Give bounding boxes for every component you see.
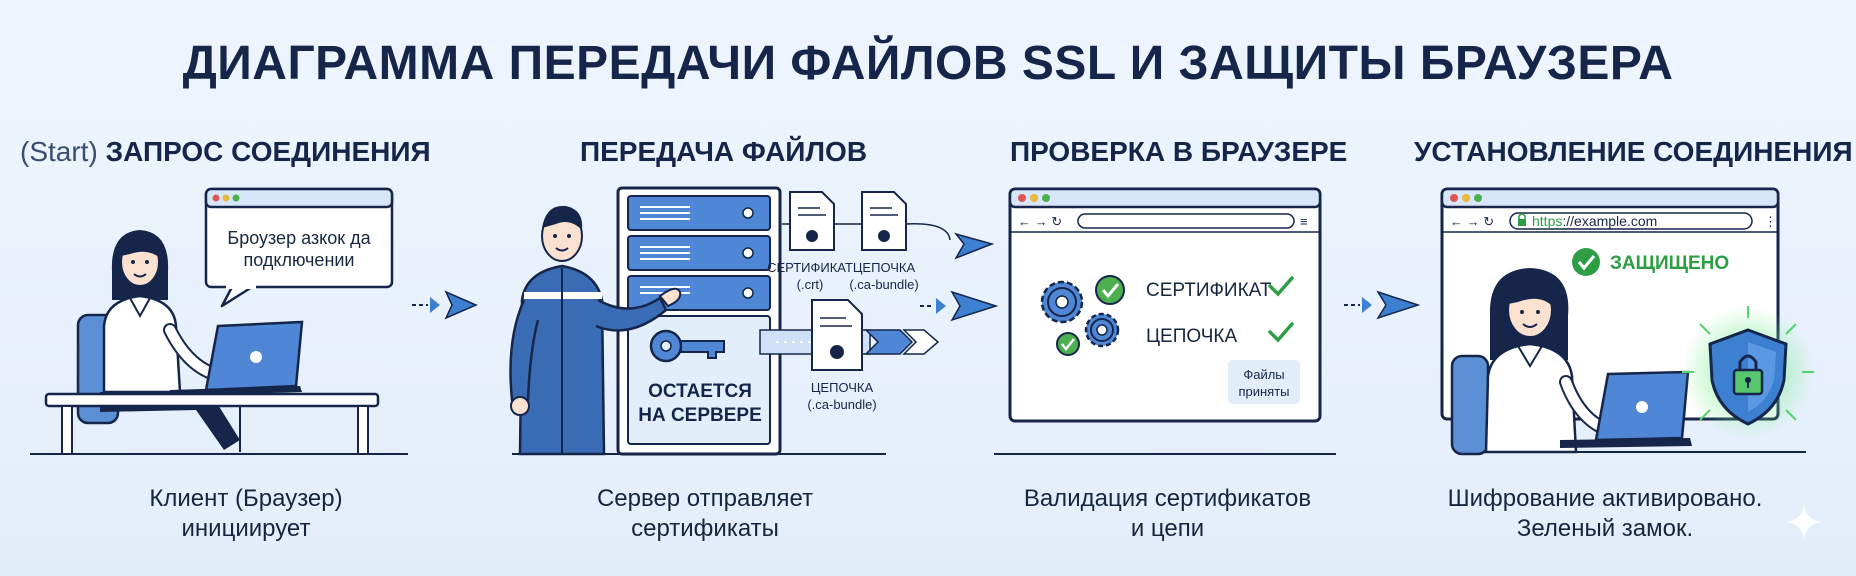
arrow-right-icon [920,290,999,322]
engineer-person [509,205,886,456]
check-icon [1095,275,1125,305]
step-2-caption-line2: сертификаты [631,515,779,542]
svg-text:⋮: ⋮ [1764,214,1777,229]
bubble-text-line1: Броузер азкок да [227,228,371,248]
check-icon [1056,332,1080,356]
stays-on-server-line1: ОСТАЕТСЯ [648,381,752,402]
step-4-caption-line2: Зеленый замок. [1516,515,1694,542]
svg-text:← → ↻: ← → ↻ [1450,214,1494,229]
step-4-illustration: ← → ↻ ⋮ https://example.com ЗАЩИЩЕНО [1440,187,1814,456]
gear-icon [1040,280,1084,324]
step-1-title: ЗАПРОС СОЕДИНЕНИЯ [105,136,431,167]
svg-text:← → ↻: ← → ↻ [1018,214,1062,229]
step-2-caption: Сервер отправляет сертификаты [555,484,855,544]
document-icon [811,299,863,371]
document-icon [861,191,907,251]
step-1-illustration: Броузер азкок да подключении [30,187,408,455]
file-crt-line2: (.crt) [797,277,824,292]
step-1-caption-line1: Клиент (Браузер) [149,485,343,512]
check-icon [1572,248,1600,276]
file-crt-line1: СЕРТИФИКАТ [767,260,853,275]
arrow-right-icon [412,290,478,320]
file-chain2-line1: ЦЕПОЧКА [811,380,874,395]
browser-window-icon [204,187,394,308]
step-3-caption-line2: и цепи [1130,515,1205,542]
arrow-right-icon [1344,290,1421,320]
address-bar-url[interactable]: https://example.com [1532,213,1657,229]
step-1-prefix: (Start) [20,136,98,167]
step-4-heading: УСТАНОВЛЕНИЕ СОЕДИНЕНИЯ [1414,136,1853,167]
svg-text:≡: ≡ [1300,214,1308,229]
step-3-caption-line1: Валидация сертификатов [1023,485,1312,512]
gear-icon [1084,312,1120,348]
check-chain-label: ЦЕПОЧКА [1146,326,1237,347]
secure-label: ЗАЩИЩЕНО [1610,253,1729,274]
step-1-caption-line2: инициирует [181,515,311,542]
diagram-title: ДИАГРАММА ПЕРЕДАЧИ ФАЙЛОВ SSL И ЗАЩИТЫ Б… [182,37,1674,90]
stays-on-server-line2: НА СЕРВЕРЕ [638,405,762,426]
bubble-text-line2: подключении [244,250,355,270]
file-chain-line1: ЦЕПОЧКА [853,260,916,275]
file-chain2-line2: (.ca-bundle) [807,397,876,412]
files-accepted-line2: приняты [1238,384,1289,399]
shield-lock-icon [1682,306,1814,438]
laptop-icon [1560,370,1692,448]
sparkle-icon [1786,504,1822,540]
step-1-caption: Клиент (Браузер) инициирует [101,484,391,544]
document-icon [789,191,835,251]
step-2-illustration: ОСТАЕТСЯ НА СЕРВЕРЕ СЕРТИФИКАТ (.crt) [509,186,995,456]
step-2-caption-line1: Сервер отправляет [596,485,814,512]
check-icon [1268,322,1294,343]
step-3-caption: Валидация сертификатов и цепи [1010,484,1325,544]
step-4-caption-line1: Шифрование активировано. [1447,485,1763,512]
step-2-heading: ПЕРЕДАЧА ФАЙЛОВ [580,136,868,167]
url-scheme: https [1532,213,1562,229]
url-host: ://example.com [1562,213,1657,229]
check-icon [1268,276,1294,297]
step-4-caption: Шифрование активировано. Зеленый замок. [1440,484,1770,544]
file-chain-line2: (.ca-bundle) [849,277,918,292]
check-certificate-label: СЕРТИФИКАТ [1146,280,1272,301]
key-icon [649,329,725,363]
files-accepted-line1: Файлы [1243,367,1284,382]
step-3-illustration: ← → ↻ ≡ СЕРТИФИКАТ ЦЕПОЧКА Файлы при [994,187,1336,455]
step-1-heading: (Start) ЗАПРОС СОЕДИНЕНИЯ [20,136,431,168]
step-3-heading: ПРОВЕРКА В БРАУЗЕРЕ [1010,136,1348,167]
